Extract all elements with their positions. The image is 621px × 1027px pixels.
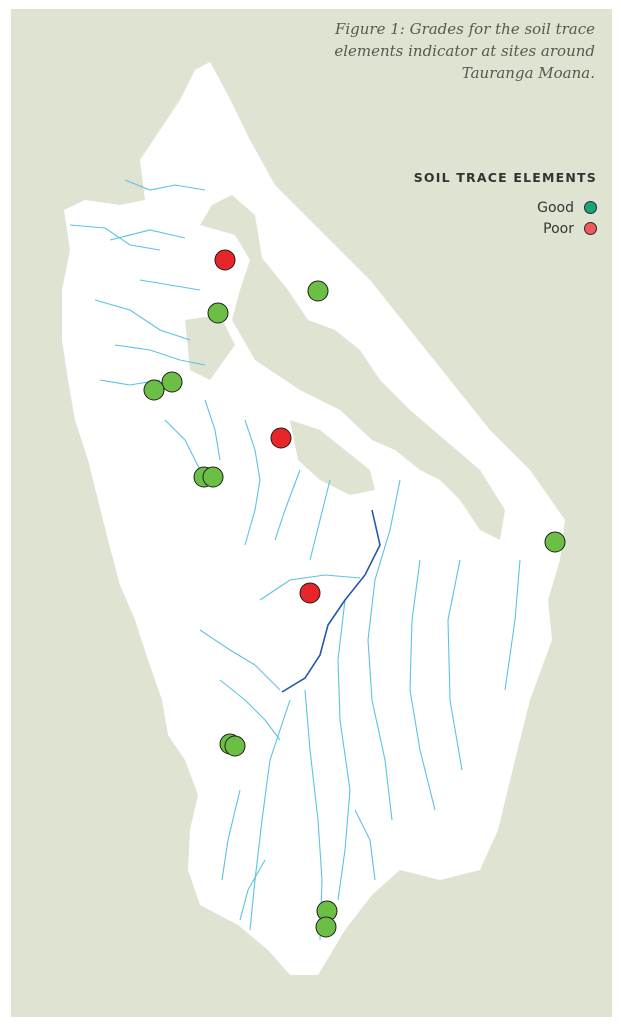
- site-marker-poor[interactable]: [299, 582, 321, 604]
- site-marker-good[interactable]: [315, 916, 337, 938]
- legend-title: SOIL TRACE ELEMENTS: [413, 170, 597, 185]
- site-marker-good[interactable]: [143, 379, 165, 401]
- main-river: [281, 509, 381, 693]
- site-marker-good[interactable]: [544, 531, 566, 553]
- legend-label-good: Good: [537, 199, 574, 216]
- caption-line: Tauranga Moana.: [461, 64, 595, 82]
- site-markers: [143, 249, 566, 938]
- site-marker-good[interactable]: [224, 735, 246, 757]
- harbour-south: [290, 420, 375, 495]
- site-marker-good[interactable]: [307, 280, 329, 302]
- spit-island: [262, 215, 460, 430]
- legend-item-poor: Poor: [414, 218, 597, 239]
- caption-line: Figure 1: Grades for the soil trace: [334, 20, 595, 38]
- good-swatch-icon: [584, 201, 597, 214]
- site-marker-good[interactable]: [207, 302, 229, 324]
- harbour-north: [200, 195, 505, 540]
- legend-label-poor: Poor: [543, 220, 574, 237]
- map-panel: [11, 9, 612, 1017]
- site-marker-good[interactable]: [161, 371, 183, 393]
- legend: SOIL TRACE ELEMENTS Good Poor: [414, 170, 597, 239]
- site-marker-good[interactable]: [202, 466, 224, 488]
- figure-caption: Figure 1: Grades for the soil trace elem…: [305, 18, 595, 84]
- caption-line: elements indicator at sites around: [334, 42, 595, 60]
- site-marker-poor[interactable]: [214, 249, 236, 271]
- poor-swatch-icon: [584, 222, 597, 235]
- catchment-map: [62, 62, 566, 975]
- catchment-land: [62, 62, 565, 975]
- legend-item-good: Good: [414, 197, 597, 218]
- site-marker-poor[interactable]: [270, 427, 292, 449]
